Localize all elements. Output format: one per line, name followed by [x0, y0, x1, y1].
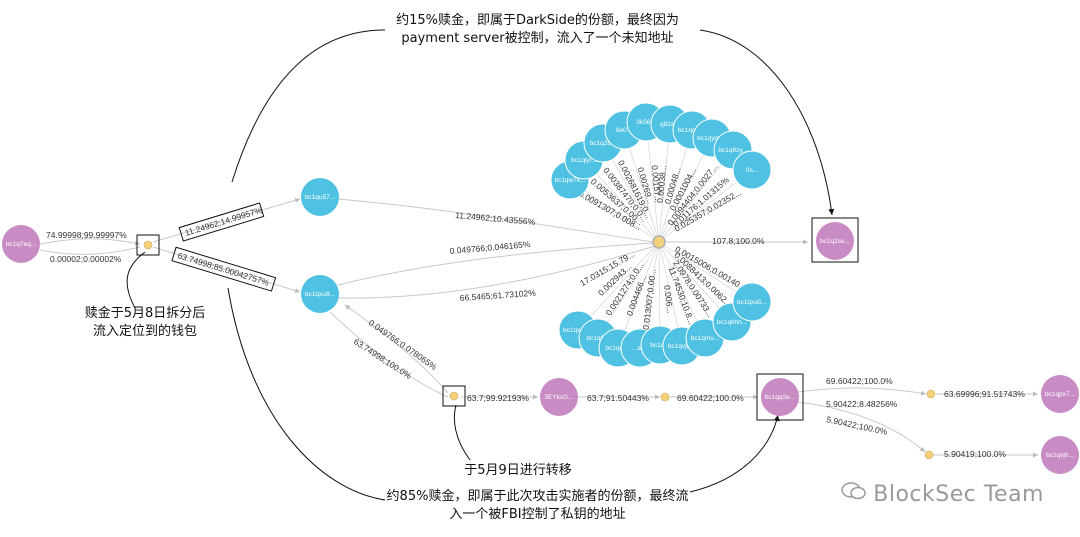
- edge-q2e-down: [797, 401, 926, 453]
- spoke-line: [577, 241, 660, 331]
- spoke-line: [658, 123, 671, 243]
- bottom-cluster-node-label: bc1qr2...: [605, 345, 630, 352]
- watermark: BlockSec Team: [841, 481, 1044, 507]
- edge-split-qxu: [152, 246, 301, 293]
- label-up-qpx: 63.69996;91.51743%: [944, 389, 1025, 399]
- label-down-qvjh: 5.90419;100.0%: [944, 449, 1006, 459]
- node-qvjh-label: bc1qvjh...: [1046, 452, 1074, 459]
- node-mid-dot[interactable]: [442, 385, 466, 407]
- node-q2e[interactable]: bc1qq2e...: [756, 373, 804, 421]
- annotation-top: 约15%赎金，即属于DarkSide的份额，最终因为payment server…: [396, 13, 679, 46]
- spoke-label: 0.006...: [662, 285, 675, 314]
- box-split-q57: [178, 202, 265, 242]
- arc-bottom-left: [227, 287, 386, 501]
- bottom-cluster-node-label: bc1qmu...: [691, 335, 720, 342]
- top-cluster-node-label: bc1qyqz...: [697, 135, 727, 142]
- spoke-label: 0.00038...: [655, 165, 669, 204]
- arc-top-left: [231, 29, 386, 183]
- label-hub-target: 107.8;100.0%: [712, 236, 765, 246]
- bottom-cluster-node-label: bc1q...: [650, 342, 670, 349]
- edge-mid-qxu-b: [329, 311, 449, 398]
- node-hub-target[interactable]: bc1q2se...: [811, 217, 859, 263]
- spoke-line: [658, 149, 734, 243]
- box-split-qxu: [171, 246, 277, 292]
- node-hub[interactable]: [652, 235, 666, 249]
- label-q2e-up: 69.60422;100.0%: [826, 376, 893, 386]
- edge-q2e-up: [797, 387, 927, 396]
- node-q57-label: bc1qu57...: [305, 194, 336, 201]
- edge-mid-qxu-a: [344, 304, 449, 394]
- spoke-line: [645, 121, 660, 243]
- top-cluster-node-label: bc1q26...: [590, 140, 617, 147]
- bottom-cluster-node-label: bc1qvjw...: [668, 343, 697, 350]
- arc-top-right: [699, 29, 835, 216]
- node-dot-down[interactable]: [924, 450, 934, 460]
- node-qpx-label: bc1qpx7...: [1045, 391, 1075, 398]
- node-q2e-label: bc1qq2e...: [765, 394, 796, 401]
- label-q2e-down-b: 5.90422;100.0%: [826, 414, 889, 437]
- annotation-bottom: 约85%赎金，即属于此次攻击实施者的份额，最终流入一个被FBI控制了私钥的地址: [386, 489, 689, 522]
- spoke-line: [658, 169, 753, 243]
- label-mid-qxu-a: 0.049766;0.078065%: [367, 317, 439, 372]
- arc-bottom-right: [689, 414, 780, 493]
- label-split-q57: 11.24962;14.99957%: [184, 205, 264, 238]
- edge-q57-hub: [337, 198, 654, 243]
- label-qxu-hub-b: 66.5465;61.73102%: [459, 288, 536, 303]
- label-dot-q2e: 69.60422;100.0%: [677, 393, 744, 403]
- node-3ey-label: 3EYkxG...: [544, 394, 573, 401]
- node-qxu[interactable]: bc1qxu8...: [301, 275, 339, 313]
- label-mid-3ey: 63.7;99.92193%: [467, 393, 529, 403]
- label-q57-hub: 11.24962;10.43556%: [455, 210, 536, 227]
- label-qxu-hub-a: 0.049766;0.046165%: [449, 239, 531, 256]
- top-cluster-node-label: 0s...: [746, 167, 758, 174]
- watermark-text: BlockSec Team: [873, 482, 1044, 507]
- label-src-small: 0.00002;0.00002%: [50, 254, 122, 264]
- node-dot-2[interactable]: [660, 392, 670, 402]
- bottom-cluster-node-label: bc1q6...: [586, 335, 609, 342]
- top-cluster-node-label: q82a...: [660, 121, 680, 128]
- label-src-split: 74.99998;99.99997%: [46, 230, 127, 240]
- top-cluster-node-label: 3k56...: [636, 119, 656, 126]
- edge-qxu-hub-b: [337, 245, 656, 299]
- edge-src-split: [39, 238, 141, 246]
- bottom-cluster-node-label: bc1qxa5...: [737, 299, 767, 306]
- node-qxu-label: bc1qxu8...: [305, 291, 335, 298]
- node-qpx[interactable]: bc1qpx7...: [1041, 375, 1079, 413]
- cluster-nodes: bc1qw7k... bc1qlyr... bc1q26... 8e0... 3k56.…: [550, 102, 772, 368]
- edge-qxu-hub-a: [337, 242, 654, 286]
- pointer-mid: [453, 404, 471, 461]
- node-3ey[interactable]: 3EYkxG...: [540, 378, 578, 416]
- bottom-cluster-node-label: ...ar...: [632, 345, 648, 352]
- spoke-label: 0.00157...: [650, 165, 664, 204]
- node-dot-up[interactable]: [926, 389, 936, 399]
- bottom-cluster-node-label: bc1qkhn...: [717, 319, 747, 326]
- node-source-label: bc1q7eq...: [6, 241, 37, 248]
- top-cluster-node[interactable]: 0s...: [732, 150, 772, 190]
- top-cluster-node-label: bc1qqyr...: [678, 127, 706, 134]
- node-source[interactable]: bc1q7eq...: [2, 225, 40, 263]
- top-cluster-node-label: 8e0...: [616, 127, 632, 134]
- label-split-qxu: 63.74998;85.00042757%: [176, 250, 270, 287]
- edge-src-small: [39, 246, 141, 255]
- top-cluster-node-label: bc1q6zy...: [718, 147, 747, 154]
- edge-split-q57: [152, 198, 301, 243]
- node-hub-target-label: bc1q2se...: [820, 238, 850, 245]
- label-3ey-dot: 63.7;91.50443%: [587, 393, 649, 403]
- bottom-cluster-node-label: bc1qxa5...: [563, 327, 593, 334]
- top-cluster-node-label: bc1qlyr...: [571, 157, 597, 164]
- label-q2e-down-a: 5.90422;8.48256%: [826, 399, 898, 409]
- annotation-mid: 于5月9日进行转移: [464, 463, 572, 478]
- bottom-cluster-node[interactable]: bc1qxa5...: [732, 282, 772, 322]
- annotation-left: 赎金于5月8日拆分后流入定位到的钱包: [84, 306, 206, 339]
- node-qvjh[interactable]: bc1qvjh...: [1041, 436, 1079, 474]
- spoke-line: [623, 129, 660, 243]
- wechat-icon: [841, 481, 867, 507]
- pointer-left: [126, 251, 146, 309]
- top-cluster-node-label: bc1qw7k...: [554, 177, 585, 184]
- node-q57[interactable]: bc1qu57...: [301, 178, 339, 216]
- node-split-dot[interactable]: [136, 234, 160, 256]
